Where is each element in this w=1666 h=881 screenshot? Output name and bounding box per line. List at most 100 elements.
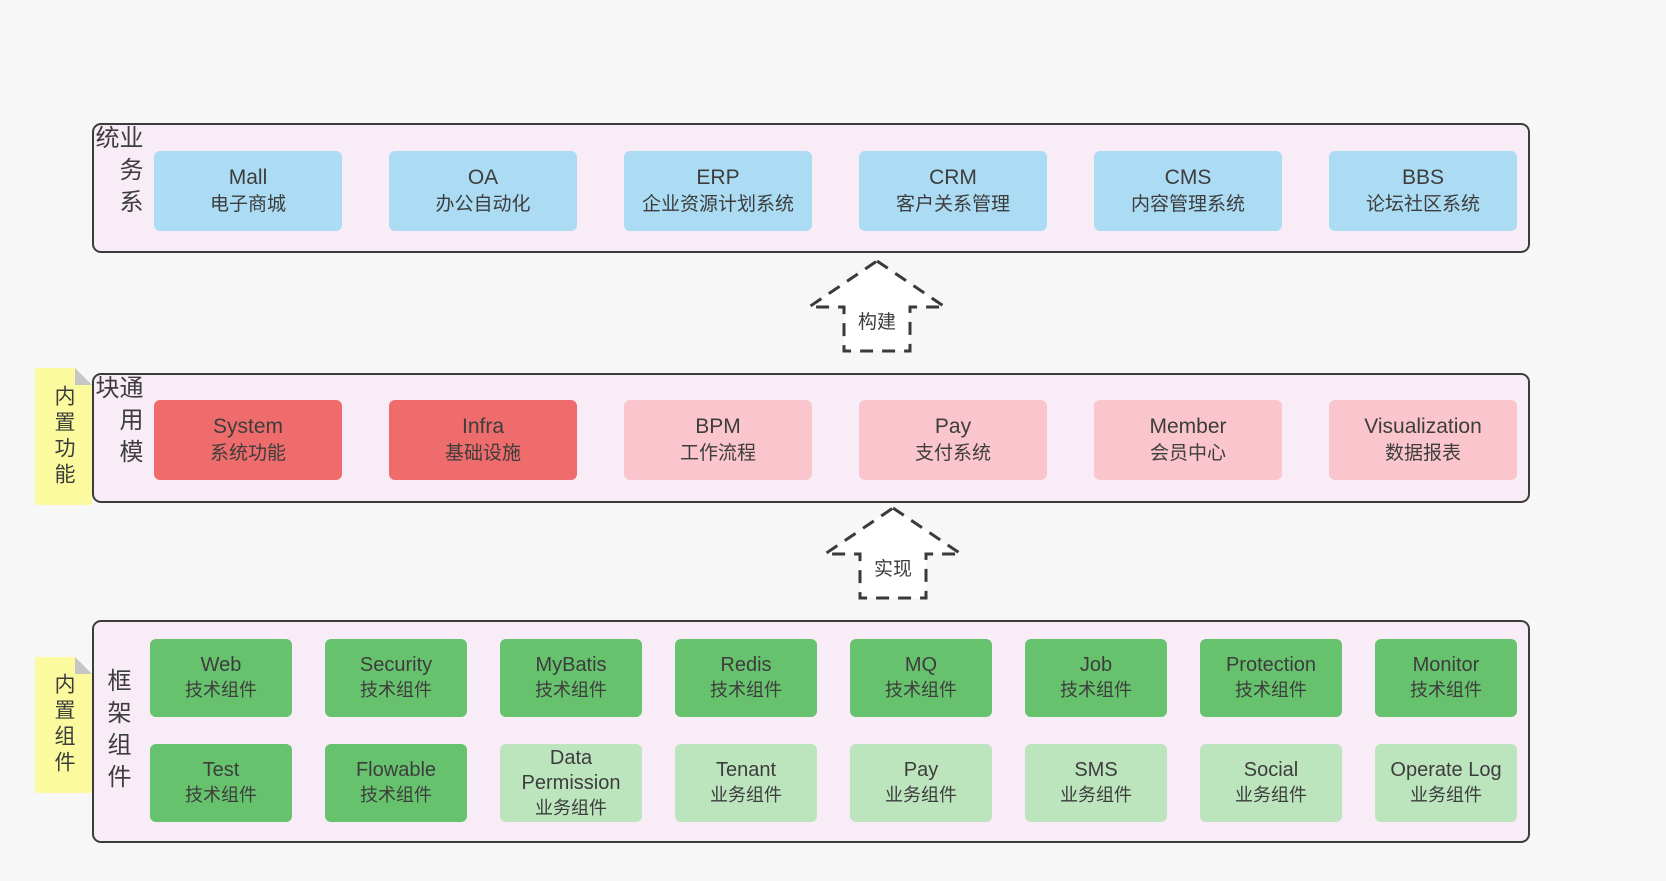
box-title: Infra — [461, 415, 505, 438]
box-title: Flowable — [355, 759, 437, 781]
box-subtitle: 数据报表 — [1384, 443, 1461, 464]
box-bbs: BBS 论坛社区系统 — [1329, 151, 1517, 231]
box-title: System — [212, 415, 283, 438]
box-title: Member — [1149, 415, 1227, 438]
box-title: BBS — [1401, 166, 1445, 189]
box-mq: MQ 技术组件 — [850, 639, 992, 717]
box-title: MyBatis — [535, 654, 607, 676]
box-cms: CMS 内容管理系统 — [1094, 151, 1282, 231]
box-subtitle: 办公自动化 — [435, 194, 531, 215]
box-subtitle: 业务组件 — [1060, 785, 1132, 805]
box-subtitle: 基础设施 — [444, 443, 521, 464]
box-subtitle: 技术组件 — [1060, 680, 1132, 700]
box-title: ERP — [696, 166, 740, 189]
box-title: Web — [200, 654, 242, 676]
box-subtitle: 技术组件 — [185, 680, 257, 700]
box-job: Job 技术组件 — [1025, 639, 1167, 717]
box-subtitle: 技术组件 — [535, 680, 607, 700]
box-web: Web 技术组件 — [150, 639, 292, 717]
box-subtitle: 技术组件 — [360, 680, 432, 700]
box-subtitle: 会员中心 — [1149, 443, 1226, 464]
box-subtitle: 内容管理系统 — [1130, 194, 1245, 215]
box-title: Social — [1243, 759, 1299, 781]
arrow-label-build: 构建 — [854, 307, 900, 334]
box-title: Mall — [228, 166, 268, 189]
band-framework-components: 框架组件 Web 技术组件 Security 技术组件 MyBatis 技术组件 Redis… — [92, 620, 1530, 843]
box-subtitle: 业务组件 — [710, 785, 782, 805]
box-title: MQ — [904, 654, 938, 676]
box-title: CMS — [1164, 166, 1212, 189]
box-subtitle: 技术组件 — [1410, 680, 1482, 700]
box-subtitle: 工作流程 — [679, 443, 756, 464]
box-system: System 系统功能 — [154, 400, 342, 480]
sticky-label: 内置功能 — [52, 384, 75, 489]
sticky-note-builtin-features: 内置功能 — [35, 368, 92, 505]
box-erp: ERP 企业资源计划系统 — [624, 151, 812, 231]
box-title: Operate Log — [1390, 759, 1502, 781]
box-row: Mall 电子商城 OA 办公自动化 ERP 企业资源计划系统 CRM 客户关系管理 CMS 内容… — [154, 151, 1517, 231]
box-security: Security 技术组件 — [325, 639, 467, 717]
box-title: BPM — [695, 415, 741, 438]
folded-corner-icon — [75, 368, 92, 385]
box-title: Data Permission — [521, 746, 621, 794]
box-crm: CRM 客户关系管理 — [859, 151, 1047, 231]
box-tenant: Tenant 业务组件 — [675, 744, 817, 822]
box-title: Pay — [934, 415, 972, 438]
box-bpm: BPM 工作流程 — [624, 400, 812, 480]
band-business-systems: 业务系统 Mall 电子商城 OA 办公自动化 ERP 企业资源计划系统 CRM 客户关系管理… — [91, 123, 1530, 253]
box-subtitle: 业务组件 — [1410, 785, 1482, 805]
box-member: Member 会员中心 — [1094, 400, 1282, 480]
box-subtitle: 客户关系管理 — [895, 194, 1010, 215]
box-pay: Pay 业务组件 — [850, 744, 992, 822]
box-oa: OA 办公自动化 — [389, 151, 577, 231]
box-subtitle: 系统功能 — [209, 443, 286, 464]
box-protection: Protection 技术组件 — [1200, 639, 1342, 717]
box-title: Visualization — [1364, 415, 1482, 438]
box-subtitle: 技术组件 — [360, 785, 432, 805]
box-visualization: Visualization 数据报表 — [1329, 400, 1517, 480]
box-title: Protection — [1225, 654, 1317, 676]
box-subtitle: 技术组件 — [1235, 680, 1307, 700]
box-subtitle: 电子商城 — [209, 194, 286, 215]
box-title: SMS — [1074, 759, 1118, 781]
box-sms: SMS 业务组件 — [1025, 744, 1167, 822]
sticky-label: 内置组件 — [52, 673, 75, 777]
box-subtitle: 业务组件 — [885, 785, 957, 805]
box-title: Security — [359, 654, 433, 676]
box-infra: Infra 基础设施 — [389, 400, 577, 480]
box-subtitle: 技术组件 — [185, 785, 257, 805]
box-test: Test 技术组件 — [150, 744, 292, 822]
arrow-label-implement: 实现 — [870, 554, 916, 581]
up-arrow-icon — [822, 506, 964, 600]
up-arrow-implement: 实现 — [822, 505, 964, 601]
box-title: Pay — [903, 759, 939, 781]
box-title: Monitor — [1412, 654, 1480, 676]
box-monitor: Monitor 技术组件 — [1375, 639, 1517, 717]
box-title: Redis — [720, 654, 772, 676]
box-flowable: Flowable 技术组件 — [325, 744, 467, 822]
band-label-business-systems: 业务系统 — [91, 125, 142, 221]
box-title: CRM — [929, 166, 977, 189]
box-mall: Mall 电子商城 — [154, 151, 342, 231]
up-arrow-build: 构建 — [806, 258, 948, 354]
up-arrow-icon — [806, 259, 948, 353]
band-label-framework-components: 框架组件 — [103, 667, 130, 796]
box-subtitle: 企业资源计划系统 — [641, 194, 794, 215]
box-mybatis: MyBatis 技术组件 — [500, 639, 642, 717]
box-subtitle: 技术组件 — [885, 680, 957, 700]
box-title: Tenant — [715, 759, 777, 781]
box-title: Job — [1079, 654, 1113, 676]
sticky-note-builtin-components: 内置组件 — [35, 657, 92, 793]
box-title: OA — [467, 166, 499, 189]
box-subtitle: 论坛社区系统 — [1365, 194, 1480, 215]
box-operate-log: Operate Log 业务组件 — [1375, 744, 1517, 822]
box-title: Test — [202, 759, 240, 781]
band-label-common-modules: 通用模块 — [91, 375, 142, 471]
